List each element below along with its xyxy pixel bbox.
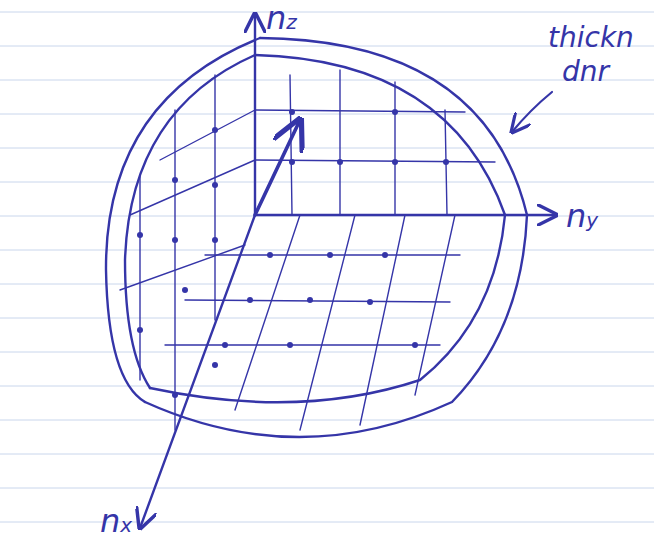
axis-label: ny [566,200,598,232]
thickness-note: thickn [548,24,634,52]
lattice-points [137,109,449,398]
axis-label: nx [100,505,132,537]
sphere-octant [106,14,556,528]
lattice-grid [120,70,552,430]
axis-label: nz [266,2,297,34]
paper-rules [0,12,654,522]
thickness-symbol: dnr [562,58,609,86]
